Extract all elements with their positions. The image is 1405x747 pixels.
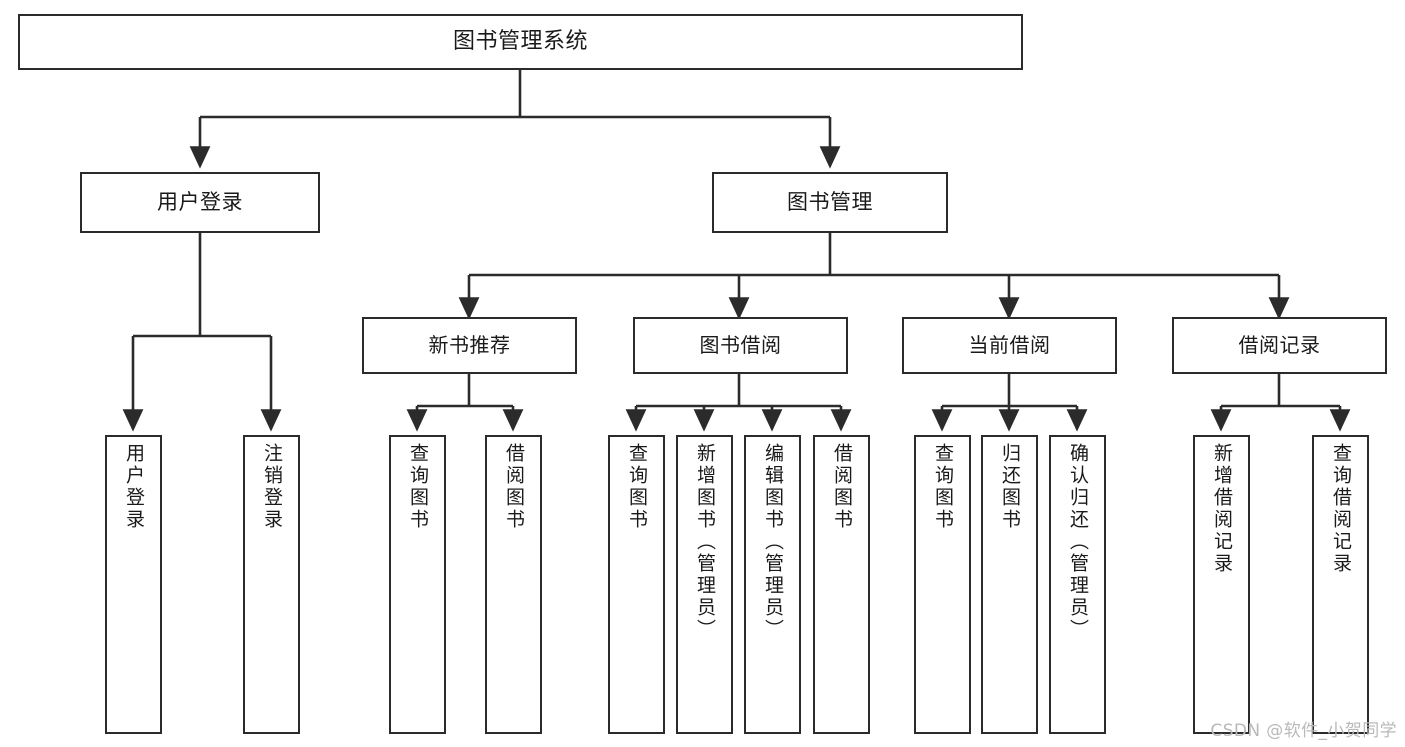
node-label: 编辑图书（管理员） <box>762 443 784 641</box>
node-label: 图书管理 <box>787 190 873 215</box>
node-book-manage[interactable]: 图书管理 <box>712 172 948 233</box>
node-label: 归还图书 <box>999 443 1021 531</box>
watermark-text: CSDN @软件_小贺同学 <box>1210 721 1397 741</box>
node-leaf-return-book[interactable]: 归还图书 <box>981 435 1038 734</box>
node-current-borrow[interactable]: 当前借阅 <box>902 317 1117 374</box>
node-label: 图书管理系统 <box>452 29 588 55</box>
node-label: 新书推荐 <box>428 332 511 357</box>
node-leaf-user-login[interactable]: 用户登录 <box>105 435 162 734</box>
node-label: 确认归还（管理员） <box>1067 443 1089 641</box>
node-label: 新增图书（管理员） <box>694 443 716 641</box>
node-leaf-add-record[interactable]: 新增借阅记录 <box>1193 435 1250 734</box>
node-leaf-query-record[interactable]: 查询借阅记录 <box>1312 435 1369 734</box>
node-borrow-record[interactable]: 借阅记录 <box>1172 317 1387 374</box>
node-label: 用户登录 <box>123 443 145 531</box>
node-label: 当前借阅 <box>968 332 1051 357</box>
node-root-system[interactable]: 图书管理系统 <box>18 14 1023 70</box>
node-leaf-query-book-1[interactable]: 查询图书 <box>389 435 446 734</box>
node-book-borrow[interactable]: 图书借阅 <box>633 317 848 374</box>
node-user-login[interactable]: 用户登录 <box>80 172 320 233</box>
node-label: 借阅图书 <box>503 443 525 531</box>
node-leaf-query-book-2[interactable]: 查询图书 <box>608 435 665 734</box>
node-label: 查询借阅记录 <box>1330 443 1352 575</box>
node-label: 查询图书 <box>626 443 648 531</box>
node-new-book-recommend[interactable]: 新书推荐 <box>362 317 577 374</box>
node-leaf-logout-login[interactable]: 注销登录 <box>243 435 300 734</box>
node-leaf-confirm-return[interactable]: 确认归还（管理员） <box>1049 435 1106 734</box>
node-label: 图书借阅 <box>699 332 782 357</box>
node-label: 注销登录 <box>261 443 283 531</box>
node-label: 查询图书 <box>407 443 429 531</box>
node-leaf-borrow-book-2[interactable]: 借阅图书 <box>813 435 870 734</box>
node-leaf-edit-book[interactable]: 编辑图书（管理员） <box>744 435 801 734</box>
node-label: 查询图书 <box>932 443 954 531</box>
node-label: 借阅记录 <box>1238 332 1321 357</box>
node-leaf-add-book[interactable]: 新增图书（管理员） <box>676 435 733 734</box>
node-label: 新增借阅记录 <box>1211 443 1233 575</box>
node-label: 借阅图书 <box>831 443 853 531</box>
node-leaf-query-book-3[interactable]: 查询图书 <box>914 435 971 734</box>
node-leaf-borrow-book-1[interactable]: 借阅图书 <box>485 435 542 734</box>
node-label: 用户登录 <box>157 190 243 215</box>
